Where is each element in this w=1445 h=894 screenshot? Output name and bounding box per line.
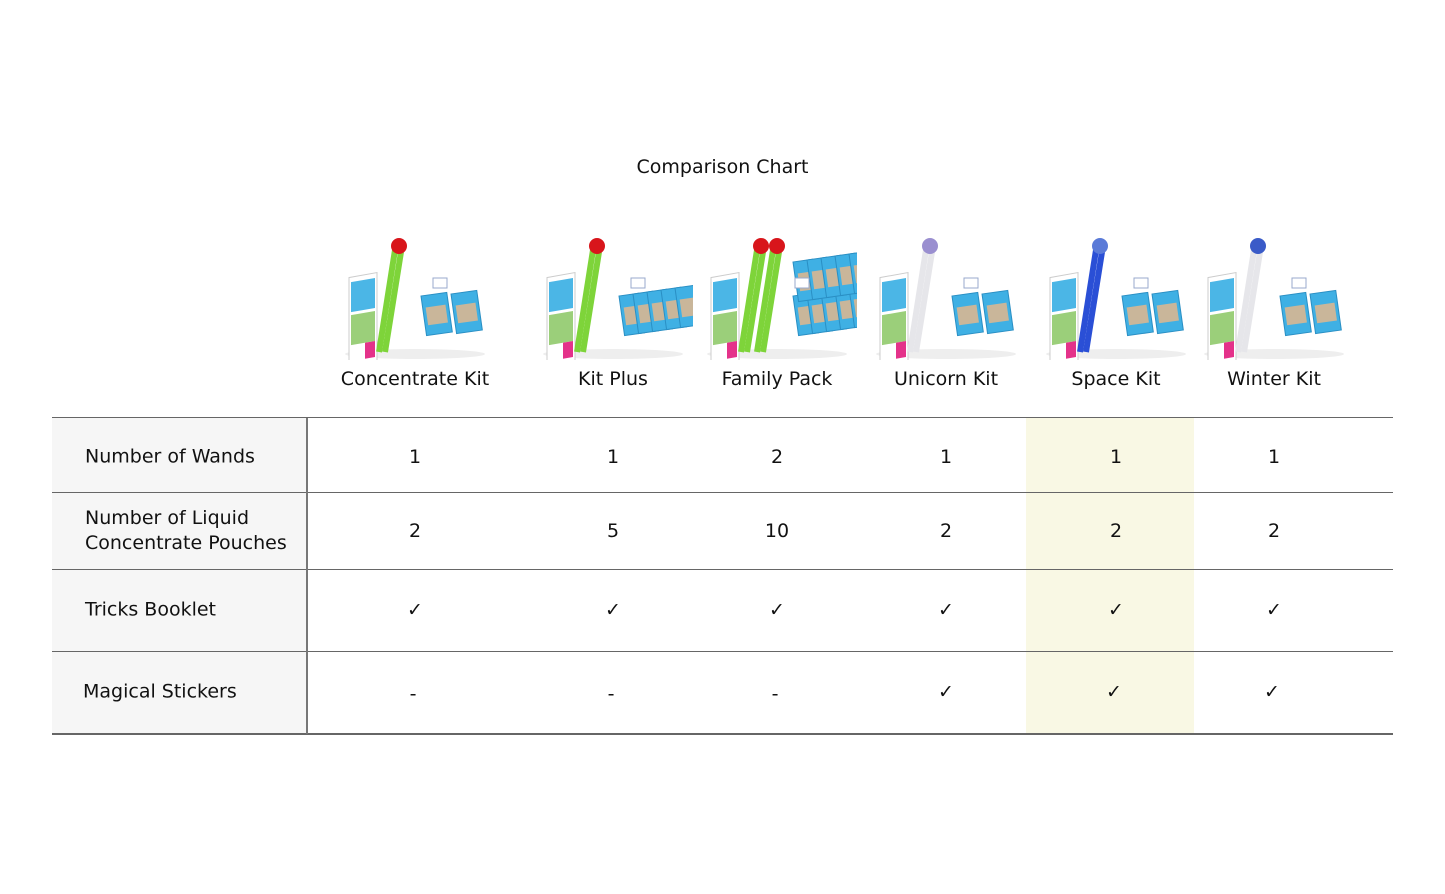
- product-image: [876, 238, 1016, 360]
- divider: [52, 733, 1393, 735]
- check-icon: ✓: [938, 681, 954, 703]
- check-icon: ✓: [407, 599, 423, 621]
- product-image: [707, 238, 857, 360]
- table-cell: 1: [1267, 446, 1281, 468]
- table-cell: 1: [408, 446, 422, 468]
- table-cell: 2: [939, 520, 953, 542]
- row-label: Magical Stickers: [83, 680, 237, 703]
- table-cell: 1: [939, 446, 953, 468]
- row-label: Tricks Booklet: [85, 598, 216, 621]
- table-cell: 1: [1109, 446, 1123, 468]
- product-image: [543, 238, 693, 360]
- row-label: Number of Liquid Concentrate Pouches: [85, 507, 287, 554]
- table-cell: -: [771, 683, 779, 705]
- product-space-kit: Space Kit: [1016, 230, 1216, 390]
- check-icon: ✓: [769, 599, 785, 621]
- table-cell: 1: [606, 446, 620, 468]
- table-cell: 2: [1267, 520, 1281, 542]
- table-cell: 2: [408, 520, 422, 542]
- product-name: Concentrate Kit: [340, 368, 490, 390]
- product-kit-plus: Kit Plus: [513, 230, 713, 390]
- divider: [52, 651, 1393, 652]
- table-cell: -: [409, 683, 417, 705]
- table-cell: 2: [770, 446, 784, 468]
- check-icon: ✓: [605, 599, 621, 621]
- check-icon: ✓: [1108, 599, 1124, 621]
- divider: [52, 492, 1393, 493]
- product-unicorn-kit: Unicorn Kit: [846, 230, 1046, 390]
- divider: [52, 417, 1393, 418]
- table-cell: 2: [1109, 520, 1123, 542]
- table-cell: 10: [764, 520, 790, 542]
- product-name: Kit Plus: [578, 368, 648, 390]
- check-icon: ✓: [1106, 681, 1122, 703]
- product-name: Unicorn Kit: [893, 368, 999, 390]
- highlighted-column: [1026, 418, 1194, 733]
- product-image: [345, 238, 485, 360]
- product-concentrate-kit: Concentrate Kit: [315, 230, 515, 390]
- divider: [52, 569, 1393, 570]
- product-name: Family Pack: [721, 368, 833, 390]
- product-winter-kit: Winter Kit: [1174, 230, 1374, 390]
- row-label: Number of Wands: [85, 445, 255, 468]
- product-family-pack: Family Pack: [677, 230, 877, 390]
- product-name: Winter Kit: [1227, 368, 1321, 390]
- divider: [306, 418, 308, 734]
- table-cell: 5: [606, 520, 620, 542]
- chart-title: Comparison Chart: [636, 156, 809, 178]
- product-name: Space Kit: [1071, 368, 1161, 390]
- product-image: [1046, 238, 1186, 360]
- check-icon: ✓: [1266, 599, 1282, 621]
- product-image: [1204, 238, 1344, 360]
- row-label-column: [52, 418, 307, 733]
- table-cell: -: [607, 683, 615, 705]
- check-icon: ✓: [938, 599, 954, 621]
- check-icon: ✓: [1264, 681, 1280, 703]
